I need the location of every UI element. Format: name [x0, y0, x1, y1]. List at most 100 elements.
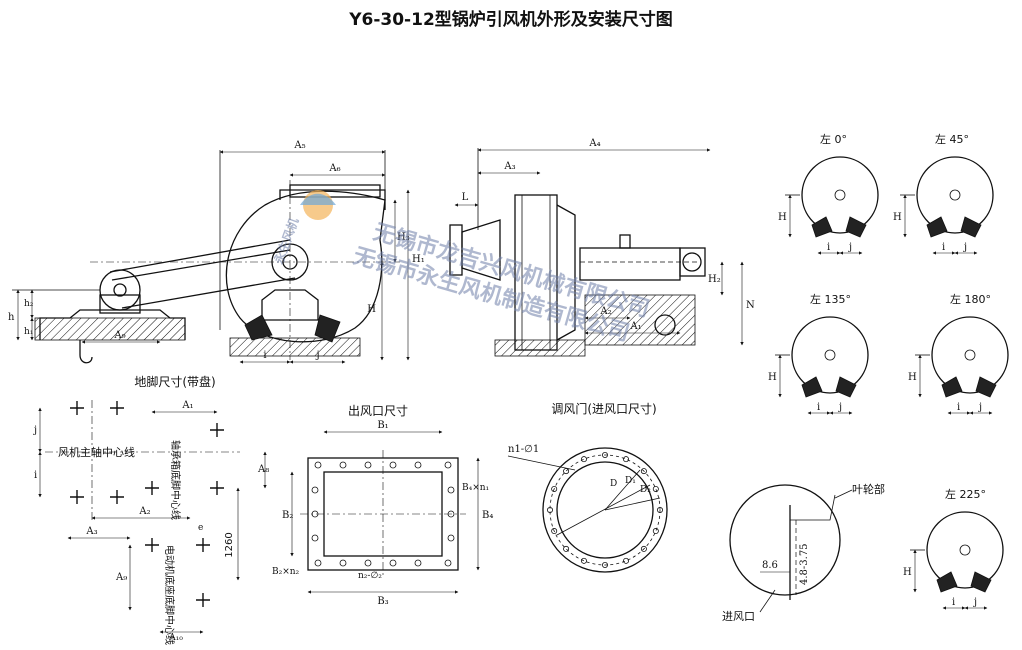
- svg-text:4.8-3.75: 4.8-3.75: [799, 543, 810, 585]
- foot-right: [845, 216, 867, 238]
- h-label: H: [903, 567, 912, 578]
- h-label: H: [768, 372, 777, 383]
- bolt-hole: [580, 456, 587, 463]
- side-foundation: [494, 339, 586, 357]
- rotation-label: 左 135°: [810, 293, 851, 306]
- svg-text:D₁: D₁: [625, 476, 636, 486]
- bolt-hole: [623, 557, 630, 564]
- svg-text:h₁: h₁: [24, 327, 33, 337]
- bolt-hole: [652, 528, 659, 535]
- casing-outline: [791, 316, 869, 394]
- j-label: j: [963, 242, 967, 253]
- foot-left: [801, 376, 823, 398]
- svg-text:叶轮部: 叶轮部: [852, 482, 885, 496]
- shaft-center: [824, 349, 836, 361]
- i-label: i: [952, 597, 955, 608]
- fan-outlet: [279, 189, 386, 210]
- i-label: i: [942, 242, 945, 253]
- motor-foundation: [34, 317, 186, 341]
- outlet-flange: 出风口尺寸 B₁ B₃ B₂ B₄ B₄×n₁ B₂×n₂ n₂-∅₂: [272, 404, 493, 607]
- main-side-view: A₄ A₃ L A₂ A₁ H₂ N: [449, 138, 755, 357]
- svg-text:1260: 1260: [224, 532, 235, 557]
- i-label: i: [827, 242, 830, 253]
- svg-text:e: e: [198, 523, 203, 533]
- j-label: j: [978, 402, 982, 413]
- svg-text:A₂: A₂: [138, 506, 150, 517]
- casing-outline: [931, 316, 1009, 394]
- svg-text:D: D: [610, 479, 617, 489]
- svg-text:H₁: H₁: [412, 254, 425, 265]
- belt-upper: [109, 239, 291, 273]
- svg-text:H₂: H₂: [708, 274, 721, 285]
- svg-text:B₃: B₃: [377, 596, 388, 607]
- svg-text:8.6: 8.6: [762, 560, 778, 571]
- outlet-title: 出风口尺寸: [348, 404, 408, 418]
- svg-text:A₉: A₉: [115, 572, 127, 583]
- shaft-center: [834, 189, 846, 201]
- casing-side: [514, 194, 558, 351]
- svg-text:A₅: A₅: [293, 140, 305, 151]
- svg-text:n1-∅1: n1-∅1: [508, 444, 539, 455]
- svg-text:A₃: A₃: [503, 161, 515, 172]
- bolt-hole: [551, 485, 558, 492]
- svg-text:进风口: 进风口: [722, 610, 755, 623]
- bolt-hole: [563, 545, 570, 552]
- bolt-hole: [580, 557, 587, 564]
- svg-text:h₂: h₂: [24, 299, 34, 309]
- inlet-detail: 叶轮部 进风口 8.6 4.8-3.75: [722, 482, 885, 623]
- foot-right: [960, 216, 982, 238]
- foot-right: [975, 376, 997, 398]
- foot-right: [970, 571, 992, 593]
- bolt-hole: [551, 528, 558, 535]
- svg-text:B₄×n₁: B₄×n₁: [462, 483, 489, 493]
- i-label: i: [957, 402, 960, 413]
- shaft-center: [964, 349, 976, 361]
- casing-outline: [916, 156, 994, 234]
- h-label: H: [893, 212, 902, 223]
- svg-text:A₈: A₈: [257, 464, 269, 475]
- svg-text:j: j: [33, 425, 37, 436]
- svg-text:i: i: [263, 350, 266, 361]
- casing-outline: [926, 511, 1004, 589]
- main-view-dimensions: A₅ A₆ H₁ H₃ H h h₁ h₂ A₉ i j: [8, 140, 425, 364]
- fan-casing: [225, 190, 386, 343]
- damper-bolt-holes: [547, 451, 664, 569]
- foundation-plan: 地脚尺寸(带盘) 风机主轴中心线 轴承箱底脚中心线 电动机底座底脚中心线 j i…: [33, 374, 269, 645]
- svg-text:i: i: [34, 470, 37, 481]
- svg-text:n₂-∅₂: n₂-∅₂: [358, 571, 382, 581]
- damper-flange: 调风门(进风口尺寸) n1-∅1 D D₁ D₂: [507, 401, 668, 573]
- svg-text:h: h: [8, 312, 15, 323]
- rotation-label: 左 45°: [935, 133, 969, 146]
- svg-text:A₂: A₂: [599, 306, 611, 317]
- bolt-hole: [657, 506, 664, 513]
- svg-text:A₉: A₉: [113, 330, 125, 341]
- bolt-hole: [602, 562, 609, 569]
- damper-title: 调风门(进风口尺寸): [551, 401, 656, 416]
- svg-text:j: j: [315, 350, 319, 361]
- foot-left: [941, 376, 963, 398]
- svg-text:轴承箱底脚中心线: 轴承箱底脚中心线: [169, 440, 182, 520]
- belt-lower: [121, 277, 296, 309]
- svg-text:B₂×n₂: B₂×n₂: [272, 567, 300, 577]
- foot-left: [926, 216, 948, 238]
- foundation-title: 地脚尺寸(带盘): [134, 374, 215, 389]
- j-label: j: [973, 597, 977, 608]
- svg-text:N: N: [746, 300, 755, 311]
- bolt-hole: [652, 485, 659, 492]
- rotation-label: 左 0°: [820, 133, 847, 146]
- j-label: j: [848, 242, 852, 253]
- foot-left: [811, 216, 833, 238]
- foot-left: [936, 571, 958, 593]
- bearing-box: [579, 247, 681, 281]
- svg-text:A₃: A₃: [85, 526, 97, 537]
- main-front-view: [34, 180, 400, 364]
- anchor-marks: [70, 401, 224, 607]
- svg-text:H: H: [367, 304, 376, 315]
- bolt-hole: [563, 468, 570, 475]
